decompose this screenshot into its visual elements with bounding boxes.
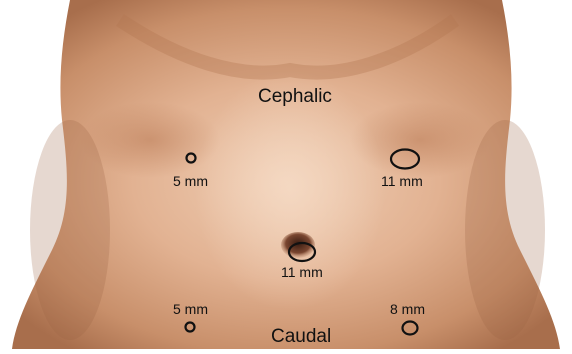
port-label-right-lower: 8 mm: [390, 302, 425, 316]
left-flank-shade: [30, 120, 110, 340]
right-flank-shade: [465, 120, 545, 340]
port-label-right-upper: 11 mm: [381, 174, 423, 188]
port-label-umbilical: 11 mm: [281, 265, 323, 279]
port-label-left-upper: 5 mm: [173, 174, 208, 188]
cephalic-label: Cephalic: [258, 87, 332, 106]
port-label-left-lower: 5 mm: [173, 302, 208, 316]
caudal-label: Caudal: [271, 327, 331, 346]
